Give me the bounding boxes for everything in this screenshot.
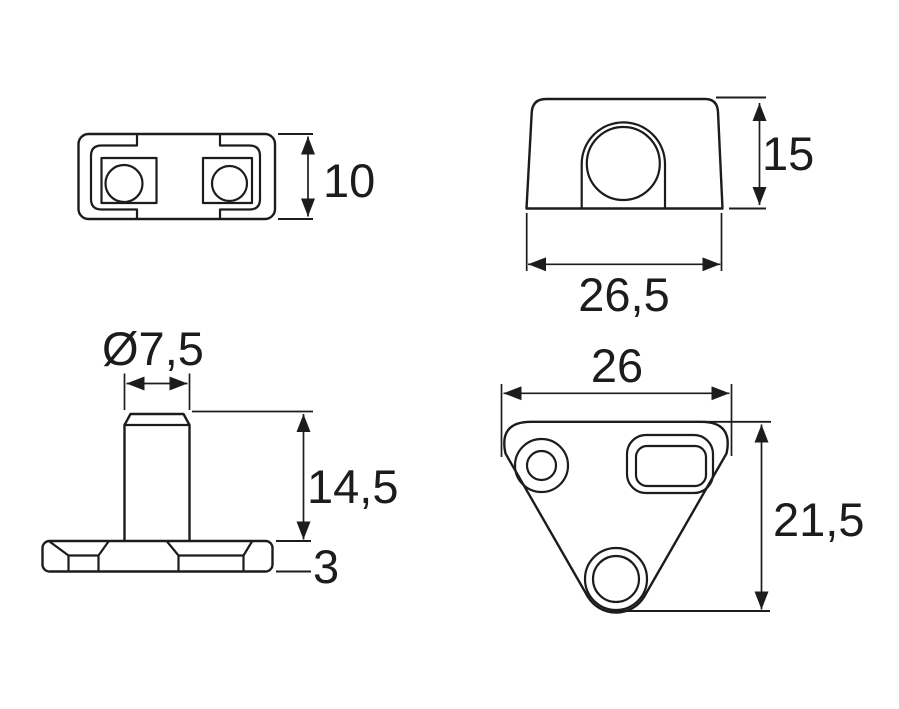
view-pin-side: Ø7,5 14,5 3 (41, 322, 398, 593)
plate-outline (503, 420, 729, 614)
dim-label-height-21-5: 21,5 (773, 493, 864, 546)
dim-label-height-14-5: 14,5 (307, 460, 398, 513)
view-body-front: 15 26,5 (525, 96, 814, 321)
dim-label-height-15: 15 (762, 127, 814, 180)
clip-top-left-socket (100, 156, 158, 205)
clip-top-outline (77, 132, 277, 221)
clip-top-left-bracket (89, 134, 139, 219)
plate-top-hole-counterbore (513, 437, 570, 494)
clip-top-right-bracket (218, 134, 262, 219)
clip-top-left-hole (104, 163, 144, 204)
dim-label-thickness-3: 3 (313, 540, 339, 593)
plate-slot-inner (634, 444, 708, 488)
clip-top-right-hole (210, 164, 249, 203)
base-plate-outline (41, 539, 274, 573)
body-boss-arch (580, 121, 667, 209)
base-right-recess (166, 540, 253, 572)
plate-slot-outer (625, 433, 715, 495)
body-bore-hole (585, 125, 661, 202)
dim-label-diameter-7-5: Ø7,5 (102, 322, 204, 375)
plate-top-hole (525, 449, 558, 482)
dim-label-width-26: 26 (591, 339, 643, 392)
plate-bottom-hole-counterbore (583, 546, 649, 612)
body-outline (525, 97, 724, 210)
dim-label-width-26-5: 26,5 (578, 268, 669, 321)
base-left-recess (48, 540, 110, 572)
plate-bottom-hole (591, 554, 641, 604)
clip-top-right-socket (201, 156, 254, 205)
dim-label-height-10: 10 (323, 154, 375, 207)
view-clip-top: 10 (77, 132, 375, 221)
pin-outline (123, 412, 191, 541)
view-plate-back: 26 21,5 (500, 339, 864, 614)
